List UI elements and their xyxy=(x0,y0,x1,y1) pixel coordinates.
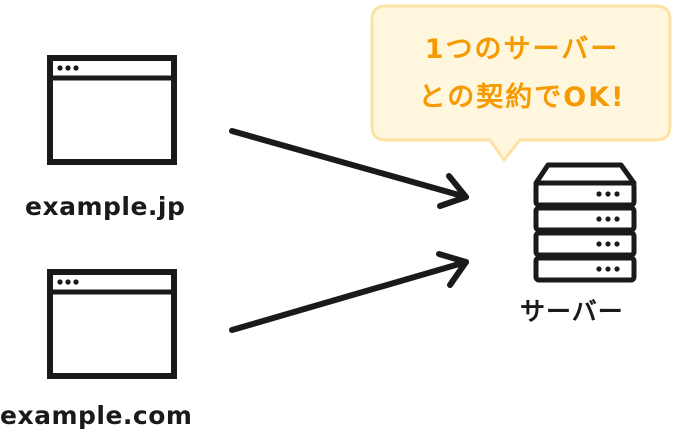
browser-window-icon xyxy=(47,269,177,379)
site-domain-label: example.jp xyxy=(25,192,186,221)
server-rack-icon xyxy=(533,162,637,283)
browser-window-icon xyxy=(47,55,177,165)
server-label: サーバー xyxy=(520,297,624,326)
arrow-site1-to-server xyxy=(229,128,469,209)
callout-line-2: との契約でOK! xyxy=(418,82,626,113)
site-domain-label: example.com xyxy=(0,401,193,430)
callout-line-1: 1つのサーバー xyxy=(424,34,620,65)
arrow-site2-to-server xyxy=(229,251,469,333)
callout-bubble xyxy=(370,4,672,162)
